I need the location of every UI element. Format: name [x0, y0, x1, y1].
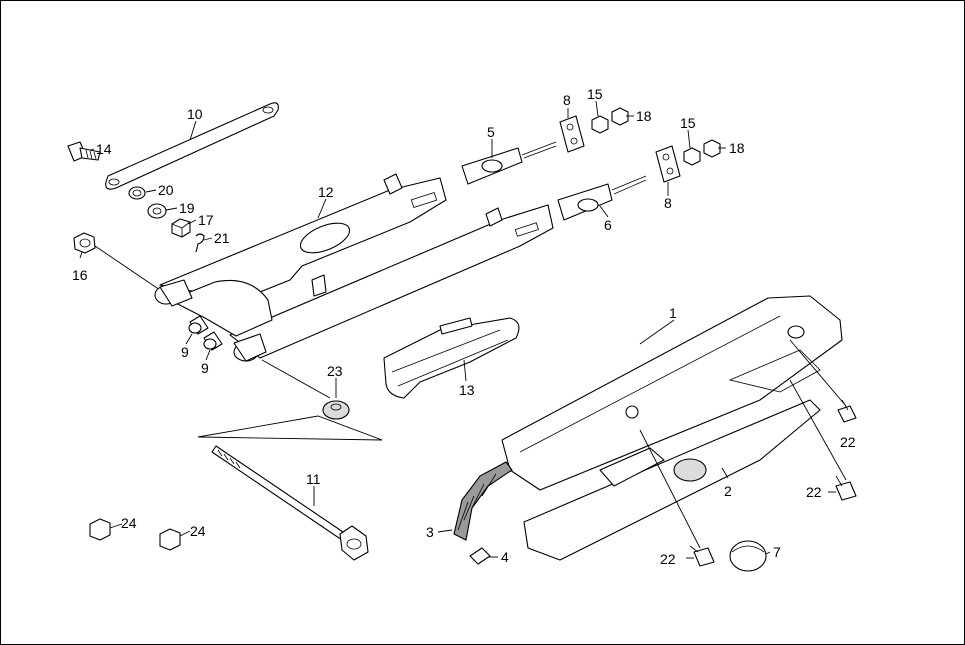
callout-18-a: 18 [636, 108, 652, 124]
callout-16: 16 [72, 267, 88, 283]
callout-9-b: 9 [201, 360, 209, 376]
leader-22-a [639, 429, 701, 549]
callout-19: 19 [179, 200, 195, 216]
callout-15-b: 15 [680, 115, 696, 131]
callout-24-b: 24 [190, 523, 206, 539]
part-14-bolt [67, 141, 101, 162]
part-8-plate-b [655, 145, 681, 183]
part-11-axle [211, 445, 369, 561]
callout-8-a: 8 [563, 92, 571, 108]
part-22-bolt-a [837, 399, 857, 423]
part-5-adjuster [461, 141, 557, 185]
part-12-swingarm [154, 173, 554, 362]
callout-8-b: 8 [664, 195, 672, 211]
callout-leaders [79, 100, 836, 559]
leader-22-c [789, 379, 847, 481]
part-17-nut [171, 218, 191, 238]
callout-2: 2 [724, 483, 732, 499]
part-6-adjuster [557, 175, 647, 221]
leader-11-guide [197, 415, 383, 441]
callout-1: 1 [669, 305, 677, 321]
callout-3: 3 [426, 524, 434, 540]
part-22-bolt-b [835, 475, 857, 501]
callout-21: 21 [214, 230, 230, 246]
part-23-spacer [322, 400, 350, 420]
callout-7: 7 [773, 544, 781, 560]
part-24-nut-a [89, 518, 111, 541]
callout-22-a: 22 [840, 434, 856, 450]
leader-22-b [789, 339, 847, 407]
callout-5: 5 [487, 124, 495, 140]
part-13-slider [383, 317, 520, 399]
callout-22-b: 22 [806, 484, 822, 500]
part-3-chain [453, 461, 513, 541]
callout-9-a: 9 [181, 344, 189, 360]
callout-6: 6 [604, 217, 612, 233]
part-22-bolt-c [689, 545, 715, 567]
part-2-chaincase-lower [523, 399, 821, 561]
part-24-nut-b [159, 528, 181, 551]
part-21-pin [195, 233, 205, 253]
callout-15-a: 15 [587, 86, 603, 102]
part-15-nut-a [591, 115, 609, 134]
part-19-washer [147, 203, 167, 219]
leader-16 [94, 245, 161, 291]
part-15-nut-b [683, 147, 701, 166]
callout-22-c: 22 [660, 551, 676, 567]
callout-14: 14 [96, 141, 112, 157]
callout-18-b: 18 [729, 140, 745, 156]
leader-23 [261, 359, 331, 399]
part-18-nut-a [611, 107, 629, 126]
part-4-link [469, 547, 491, 565]
callout-20: 20 [158, 182, 174, 198]
callout-11: 11 [306, 471, 321, 487]
part-8-plate-a [559, 115, 585, 153]
callout-13: 13 [459, 382, 475, 398]
callout-labels: 1 2 3 4 5 6 7 8 8 9 9 10 11 12 13 14 15 … [72, 86, 856, 567]
callout-12: 12 [318, 184, 334, 200]
part-20-ring [128, 186, 146, 200]
part-10-rod [105, 102, 279, 190]
part-16-nut [73, 232, 96, 254]
callout-23: 23 [327, 363, 343, 379]
part-7-cap [729, 540, 767, 572]
part-9-bushing-b [203, 331, 223, 351]
callout-17: 17 [198, 212, 214, 228]
part-9-bushing-a [188, 315, 209, 335]
callout-4: 4 [501, 549, 509, 565]
callout-10: 10 [187, 106, 203, 122]
part-18-nut-b [703, 139, 721, 158]
part-1-chaincase-upper [501, 295, 843, 491]
callout-24-a: 24 [121, 515, 137, 531]
